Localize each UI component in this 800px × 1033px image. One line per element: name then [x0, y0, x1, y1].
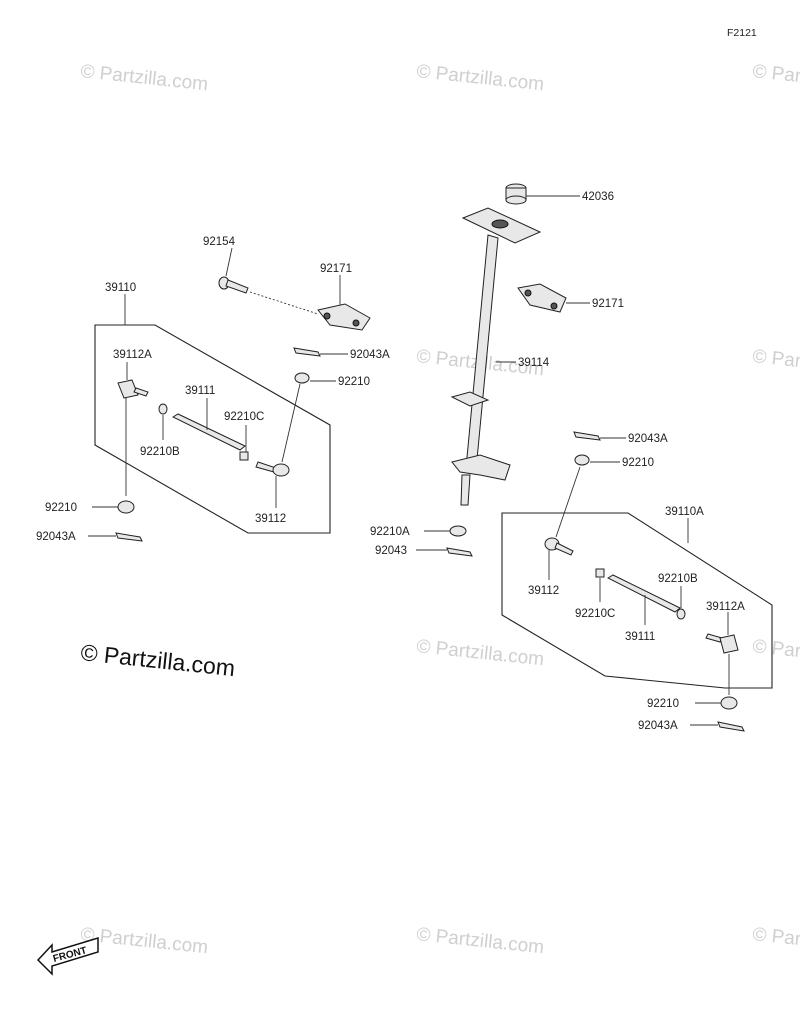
nut-92210B-left: [158, 403, 168, 415]
label-39110A: 39110A: [665, 506, 704, 518]
left-tie-rod-assembly: 39110 92154 92171 92043A 92210: [36, 236, 390, 543]
tie-rod-39111-right: [606, 574, 681, 613]
watermark: © Partzilla.com: [415, 636, 545, 670]
watermark: © Partzilla.com: [751, 924, 800, 958]
label-92210-left-bottom: 92210: [45, 502, 77, 514]
label-92171-right: 92171: [592, 298, 624, 310]
label-92043A-right-top: 92043A: [628, 433, 668, 445]
nut-92210C-right: [595, 568, 605, 578]
label-92043A-left-top: 92043A: [350, 349, 390, 361]
label-92154: 92154: [203, 236, 236, 248]
clamp-92171-left: [317, 303, 371, 331]
nut-92210-left-top: [294, 372, 310, 384]
diagram-code: F2121: [727, 27, 757, 39]
label-92210A: 92210A: [370, 526, 410, 538]
label-42036: 42036: [582, 191, 614, 203]
label-92043A-left-bottom: 92043A: [36, 531, 76, 543]
front-arrow-icon: FRONT: [36, 936, 99, 976]
watermark: © Partzilla.com: [79, 61, 209, 95]
label-39112-left: 39112: [255, 513, 286, 525]
label-39112-right: 39112: [528, 585, 559, 597]
label-39111-left: 39111: [185, 385, 215, 397]
label-92043: 92043: [375, 545, 407, 557]
label-92210-right-bottom: 92210: [647, 698, 679, 710]
watermark: © Partzilla.com: [415, 61, 545, 95]
cotter-pin-92043A-right-bottom: [717, 721, 745, 732]
watermark: © Partzilla.com: [751, 346, 800, 380]
right-assembly-frame: [501, 512, 773, 689]
watermark: © Partzilla.com: [751, 61, 800, 95]
steering-shaft-assembly: 42036 39114 92171 92210A 92043: [370, 183, 624, 557]
watermark: © Partzilla.com: [415, 924, 545, 958]
watermark: © Partzilla.com: [751, 636, 800, 670]
cotter-pin-92043A-left-bottom: [115, 532, 143, 542]
nut-92210B-right: [676, 608, 686, 620]
label-92210C-right: 92210C: [575, 608, 615, 620]
label-39114: 39114: [518, 357, 550, 369]
watermark: © Partzilla.com: [79, 924, 209, 958]
label-39112A-right: 39112A: [706, 601, 745, 613]
nut-92210-left-bottom: [117, 500, 135, 514]
bolt-92154: [218, 276, 249, 294]
label-92210B-right: 92210B: [658, 573, 698, 585]
label-39110: 39110: [105, 282, 136, 294]
tie-rod-end-39112-left: [255, 461, 290, 477]
nut-92210-right-top: [574, 454, 590, 466]
tie-rod-end-39112A-left: [117, 379, 149, 399]
label-92171-left: 92171: [320, 263, 352, 275]
tie-rod-end-39112-right: [544, 537, 574, 556]
label-39112A-left: 39112A: [113, 349, 152, 361]
left-assembly-frame: [94, 324, 331, 534]
label-92210B-left: 92210B: [140, 446, 180, 458]
label-92210-right-top: 92210: [622, 457, 654, 469]
watermark-main: © Partzilla.com: [79, 639, 236, 681]
cotter-pin-92043: [446, 547, 473, 557]
label-39111-right: 39111: [625, 631, 655, 643]
steering-lower-arm: [451, 454, 511, 481]
nut-92210-right-bottom: [720, 696, 738, 710]
cotter-pin-92043A-left-top: [293, 347, 321, 357]
nut-92210A: [449, 525, 467, 537]
cotter-pin-92043A-right-top: [573, 431, 601, 441]
steering-mid-bracket: [450, 391, 490, 407]
bushing-42036: [505, 183, 527, 205]
clamp-92171-right: [517, 283, 567, 313]
label-92210C-left: 92210C: [224, 411, 264, 423]
label-92043A-right-bottom: 92043A: [638, 720, 678, 732]
right-tie-rod-assembly: 92043A 92210 39110A 39112 92210C 39111 9…: [501, 431, 773, 732]
tie-rod-end-39112A-right: [705, 633, 739, 654]
nut-92210C-left: [239, 451, 249, 461]
label-92210-left-top: 92210: [338, 376, 370, 388]
tie-rod-39111-left: [171, 413, 246, 451]
